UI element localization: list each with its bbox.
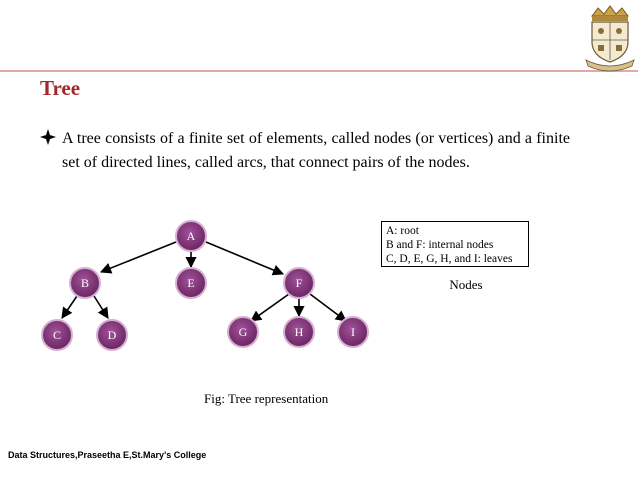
tree-node: A bbox=[175, 220, 207, 252]
page-title: Tree bbox=[40, 76, 81, 100]
tree-node: D bbox=[96, 319, 128, 351]
tree-node: G bbox=[227, 316, 259, 348]
node-label: D bbox=[108, 328, 117, 342]
bullet-item: A tree consists of a finite set of eleme… bbox=[40, 127, 570, 175]
header-divider bbox=[0, 70, 638, 72]
figure-caption: Fig: Tree representation bbox=[204, 391, 329, 406]
tree-node: I bbox=[337, 316, 369, 348]
node-label: B bbox=[81, 276, 89, 290]
tree-node: E bbox=[175, 267, 207, 299]
arc-b-d bbox=[93, 295, 109, 319]
node-label: F bbox=[296, 276, 303, 290]
arc-a-b bbox=[99, 241, 177, 274]
arc-b-c bbox=[61, 295, 78, 319]
legend-line: B and F: internal nodes bbox=[386, 239, 494, 251]
arc-f-i bbox=[309, 293, 347, 322]
node-label: G bbox=[239, 325, 248, 339]
legend-line: C, D, E, G, H, and I: leaves bbox=[386, 253, 513, 265]
college-crest-icon bbox=[585, 5, 635, 72]
node-label: I bbox=[351, 325, 355, 339]
bullet-text: A tree consists of a finite set of eleme… bbox=[62, 130, 570, 171]
footer-text: Data Structures,Praseetha E,St.Mary's Co… bbox=[8, 450, 207, 460]
nodes-legend: A: root B and F: internal nodes C, D, E,… bbox=[381, 221, 529, 267]
legend-line: A: root bbox=[386, 225, 419, 237]
tree-node: C bbox=[41, 319, 73, 351]
arc-a-f bbox=[205, 241, 285, 276]
legend-caption: Nodes bbox=[449, 277, 483, 292]
diamond-bullet-icon bbox=[40, 129, 56, 145]
node-label: A bbox=[187, 229, 196, 243]
node-label: C bbox=[53, 328, 61, 342]
node-label: E bbox=[187, 276, 194, 290]
tree-node: H bbox=[283, 316, 315, 348]
arc-f-g bbox=[250, 293, 290, 322]
node-label: H bbox=[295, 325, 304, 339]
tree-node: F bbox=[283, 267, 315, 299]
tree-node: B bbox=[69, 267, 101, 299]
